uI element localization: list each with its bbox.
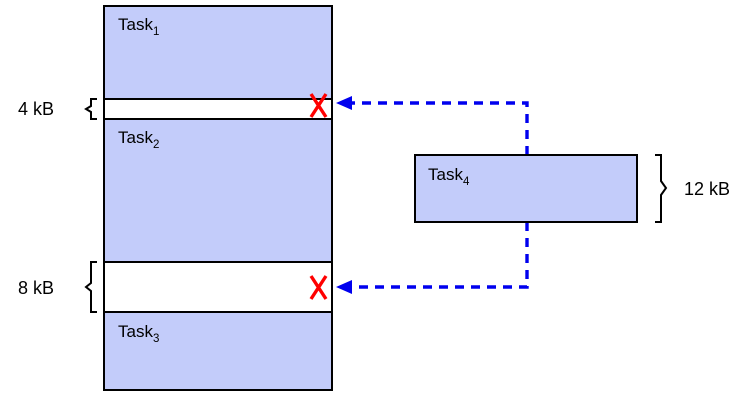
task4-size-annotation: 12 kB (655, 154, 730, 223)
task4-group: Task4 (336, 96, 638, 294)
memory-block-task1 (103, 5, 333, 100)
task4-label: Task4 (428, 165, 470, 188)
hole-4kb-annotation: 4 kB (18, 98, 97, 120)
hole-4kb-size-label: 4 kB (18, 99, 54, 119)
memory-block-task1-label: Task1 (118, 15, 159, 38)
task4-box (414, 154, 638, 223)
allocation-attempt-arrowhead-upper (336, 96, 352, 110)
allocation-attempt-arrow-lower (349, 222, 529, 289)
task4-size-label: 12 kB (684, 179, 730, 199)
reject-mark-8kb (309, 275, 328, 300)
memory-block-task3-label: Task3 (118, 322, 159, 345)
brace-12kb-icon (655, 154, 668, 223)
memory-hole-4kb (103, 98, 333, 120)
allocation-attempt-arrowhead-lower (336, 280, 352, 294)
memory-block-task3 (103, 311, 333, 391)
memory-block-task1-subscript: 1 (153, 26, 159, 38)
reject-mark-4kb (309, 93, 328, 118)
memory-block-task2 (103, 118, 333, 263)
allocation-attempt-arrow-upper (349, 101, 529, 155)
memory-block-task2-label: Task2 (118, 128, 159, 151)
hole-8kb-annotation: 8 kB (18, 261, 97, 313)
memory-column: Task1 Task2 Task3 (103, 5, 333, 391)
hole-8kb-size-label: 8 kB (18, 278, 54, 298)
brace-8kb-icon (84, 261, 97, 313)
brace-4kb-icon (84, 98, 97, 120)
task4-subscript: 4 (463, 176, 470, 188)
memory-block-task2-subscript: 2 (153, 139, 159, 151)
memory-block-task3-subscript: 3 (153, 333, 159, 345)
memory-hole-8kb (103, 261, 333, 313)
